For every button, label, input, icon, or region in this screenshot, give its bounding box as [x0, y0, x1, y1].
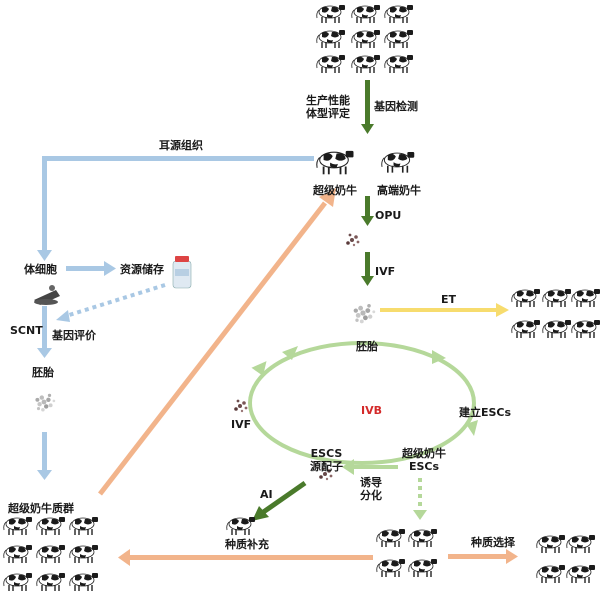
cow-icon	[36, 572, 66, 592]
cow-icon	[511, 319, 541, 339]
opu-label: OPU	[375, 209, 402, 222]
somatic-cell-label: 体细胞	[24, 263, 57, 276]
cow-icon	[408, 528, 438, 548]
super-herd-cows	[3, 516, 99, 592]
gene-test-label: 基因检测	[374, 100, 418, 113]
super-cow-icon	[315, 149, 355, 176]
cow-icon	[511, 288, 541, 308]
cow-icon	[571, 319, 600, 339]
ivb-cycle	[248, 341, 478, 465]
ivf-top-label: IVF	[375, 265, 396, 278]
oocyte-icon	[234, 399, 248, 413]
ivb-label: IVB	[361, 404, 382, 417]
cow-icon	[69, 516, 99, 536]
high-end-cow-icon	[380, 151, 416, 174]
super-cow-label: 超级奶牛	[313, 184, 357, 197]
cow-icon	[384, 4, 414, 24]
super-escs-line2: ESCs	[408, 460, 440, 473]
cow-icon	[226, 516, 256, 536]
cow-icon	[3, 544, 33, 564]
embryo-cluster-icon	[353, 304, 376, 324]
cow-icon	[3, 572, 33, 592]
arrow-ear-tissue	[37, 156, 314, 261]
cow-icon	[536, 564, 566, 584]
super-escs-line1: 超级奶牛	[402, 447, 446, 460]
cow-icon	[36, 544, 66, 564]
arrow-storage-return	[56, 283, 166, 322]
escs-gamete-line2: 源配子	[310, 460, 343, 473]
high-end-cow-label: 高端奶牛	[377, 184, 421, 197]
cow-icon	[542, 288, 572, 308]
arrow-ai	[252, 480, 307, 521]
cow-icon	[351, 54, 381, 74]
ai-label: AI	[260, 488, 273, 501]
induce-line1: 诱导	[360, 476, 382, 489]
arrow-germplasm-selection	[448, 549, 518, 564]
cow-icon	[384, 29, 414, 49]
storage-bottle-icon	[172, 256, 192, 289]
induce-label: 诱导 分化	[360, 476, 382, 502]
cow-icon	[316, 29, 346, 49]
scnt-label: SCNT	[10, 324, 43, 337]
arrow-herd-to-super-cow-orange	[98, 188, 336, 496]
production-label-line1: 生产性能	[306, 94, 350, 107]
arrow-et	[380, 303, 509, 317]
cow-icon	[376, 558, 406, 578]
embryo-left-label: 胚胎	[32, 366, 54, 379]
microscope-icon	[34, 285, 60, 305]
cow-icon	[566, 564, 596, 584]
establish-escs-label: 建立ESCs	[459, 406, 512, 419]
et-label: ET	[441, 293, 457, 306]
arrow-embryo-to-herd	[37, 432, 52, 480]
arrow-induce	[342, 459, 398, 475]
embryo-cluster-icon	[35, 393, 56, 412]
germplasm-supplement-label: 种质补充	[225, 538, 269, 551]
arrow-escs-down	[413, 478, 427, 520]
arrow-to-super-herd	[118, 549, 373, 566]
cow-icon	[376, 528, 406, 548]
cow-icon	[571, 288, 600, 308]
arrow-to-storage	[66, 261, 116, 276]
super-herd-label: 超级奶牛质群	[8, 502, 74, 515]
cow-icon	[316, 4, 346, 24]
production-label-line2: 体型评定	[306, 107, 350, 120]
production-label: 生产性能 体型评定	[306, 94, 350, 120]
cow-icon	[408, 558, 438, 578]
gene-eval-label: 基因评价	[52, 329, 96, 342]
cow-icon	[566, 534, 596, 554]
cow-icon	[69, 544, 99, 564]
oocyte-icon	[346, 233, 360, 247]
arrow-scnt	[37, 306, 52, 358]
selected-cows	[536, 534, 596, 584]
cow-icon	[36, 516, 66, 536]
super-escs-label: 超级奶牛 ESCs	[402, 447, 446, 473]
arrow-herd-to-super-cow	[361, 80, 374, 134]
cow-icon	[351, 4, 381, 24]
arrow-opu	[361, 196, 374, 226]
ear-tissue-label: 耳源组织	[159, 139, 203, 152]
arrow-ivf-top	[361, 252, 374, 286]
cow-icon	[69, 572, 99, 592]
resource-storage-label: 资源储存	[120, 263, 164, 276]
cow-icon	[536, 534, 566, 554]
escs-gamete-line1: ESCS	[310, 447, 343, 460]
cow-icon	[351, 29, 381, 49]
cow-icon	[316, 54, 346, 74]
cow-icon	[384, 54, 414, 74]
escs-gamete-label: ESCS 源配子	[310, 447, 343, 473]
et-cow-herd	[511, 288, 600, 339]
top-cow-herd	[316, 4, 414, 74]
cow-icon	[542, 319, 572, 339]
bottom-center-cows	[376, 528, 438, 578]
embryo-center-label: 胚胎	[356, 340, 378, 353]
cow-icon	[3, 516, 33, 536]
germplasm-selection-label: 种质选择	[471, 536, 515, 549]
induce-line2: 分化	[360, 489, 382, 502]
ivf-cycle-label: IVF	[231, 418, 252, 431]
